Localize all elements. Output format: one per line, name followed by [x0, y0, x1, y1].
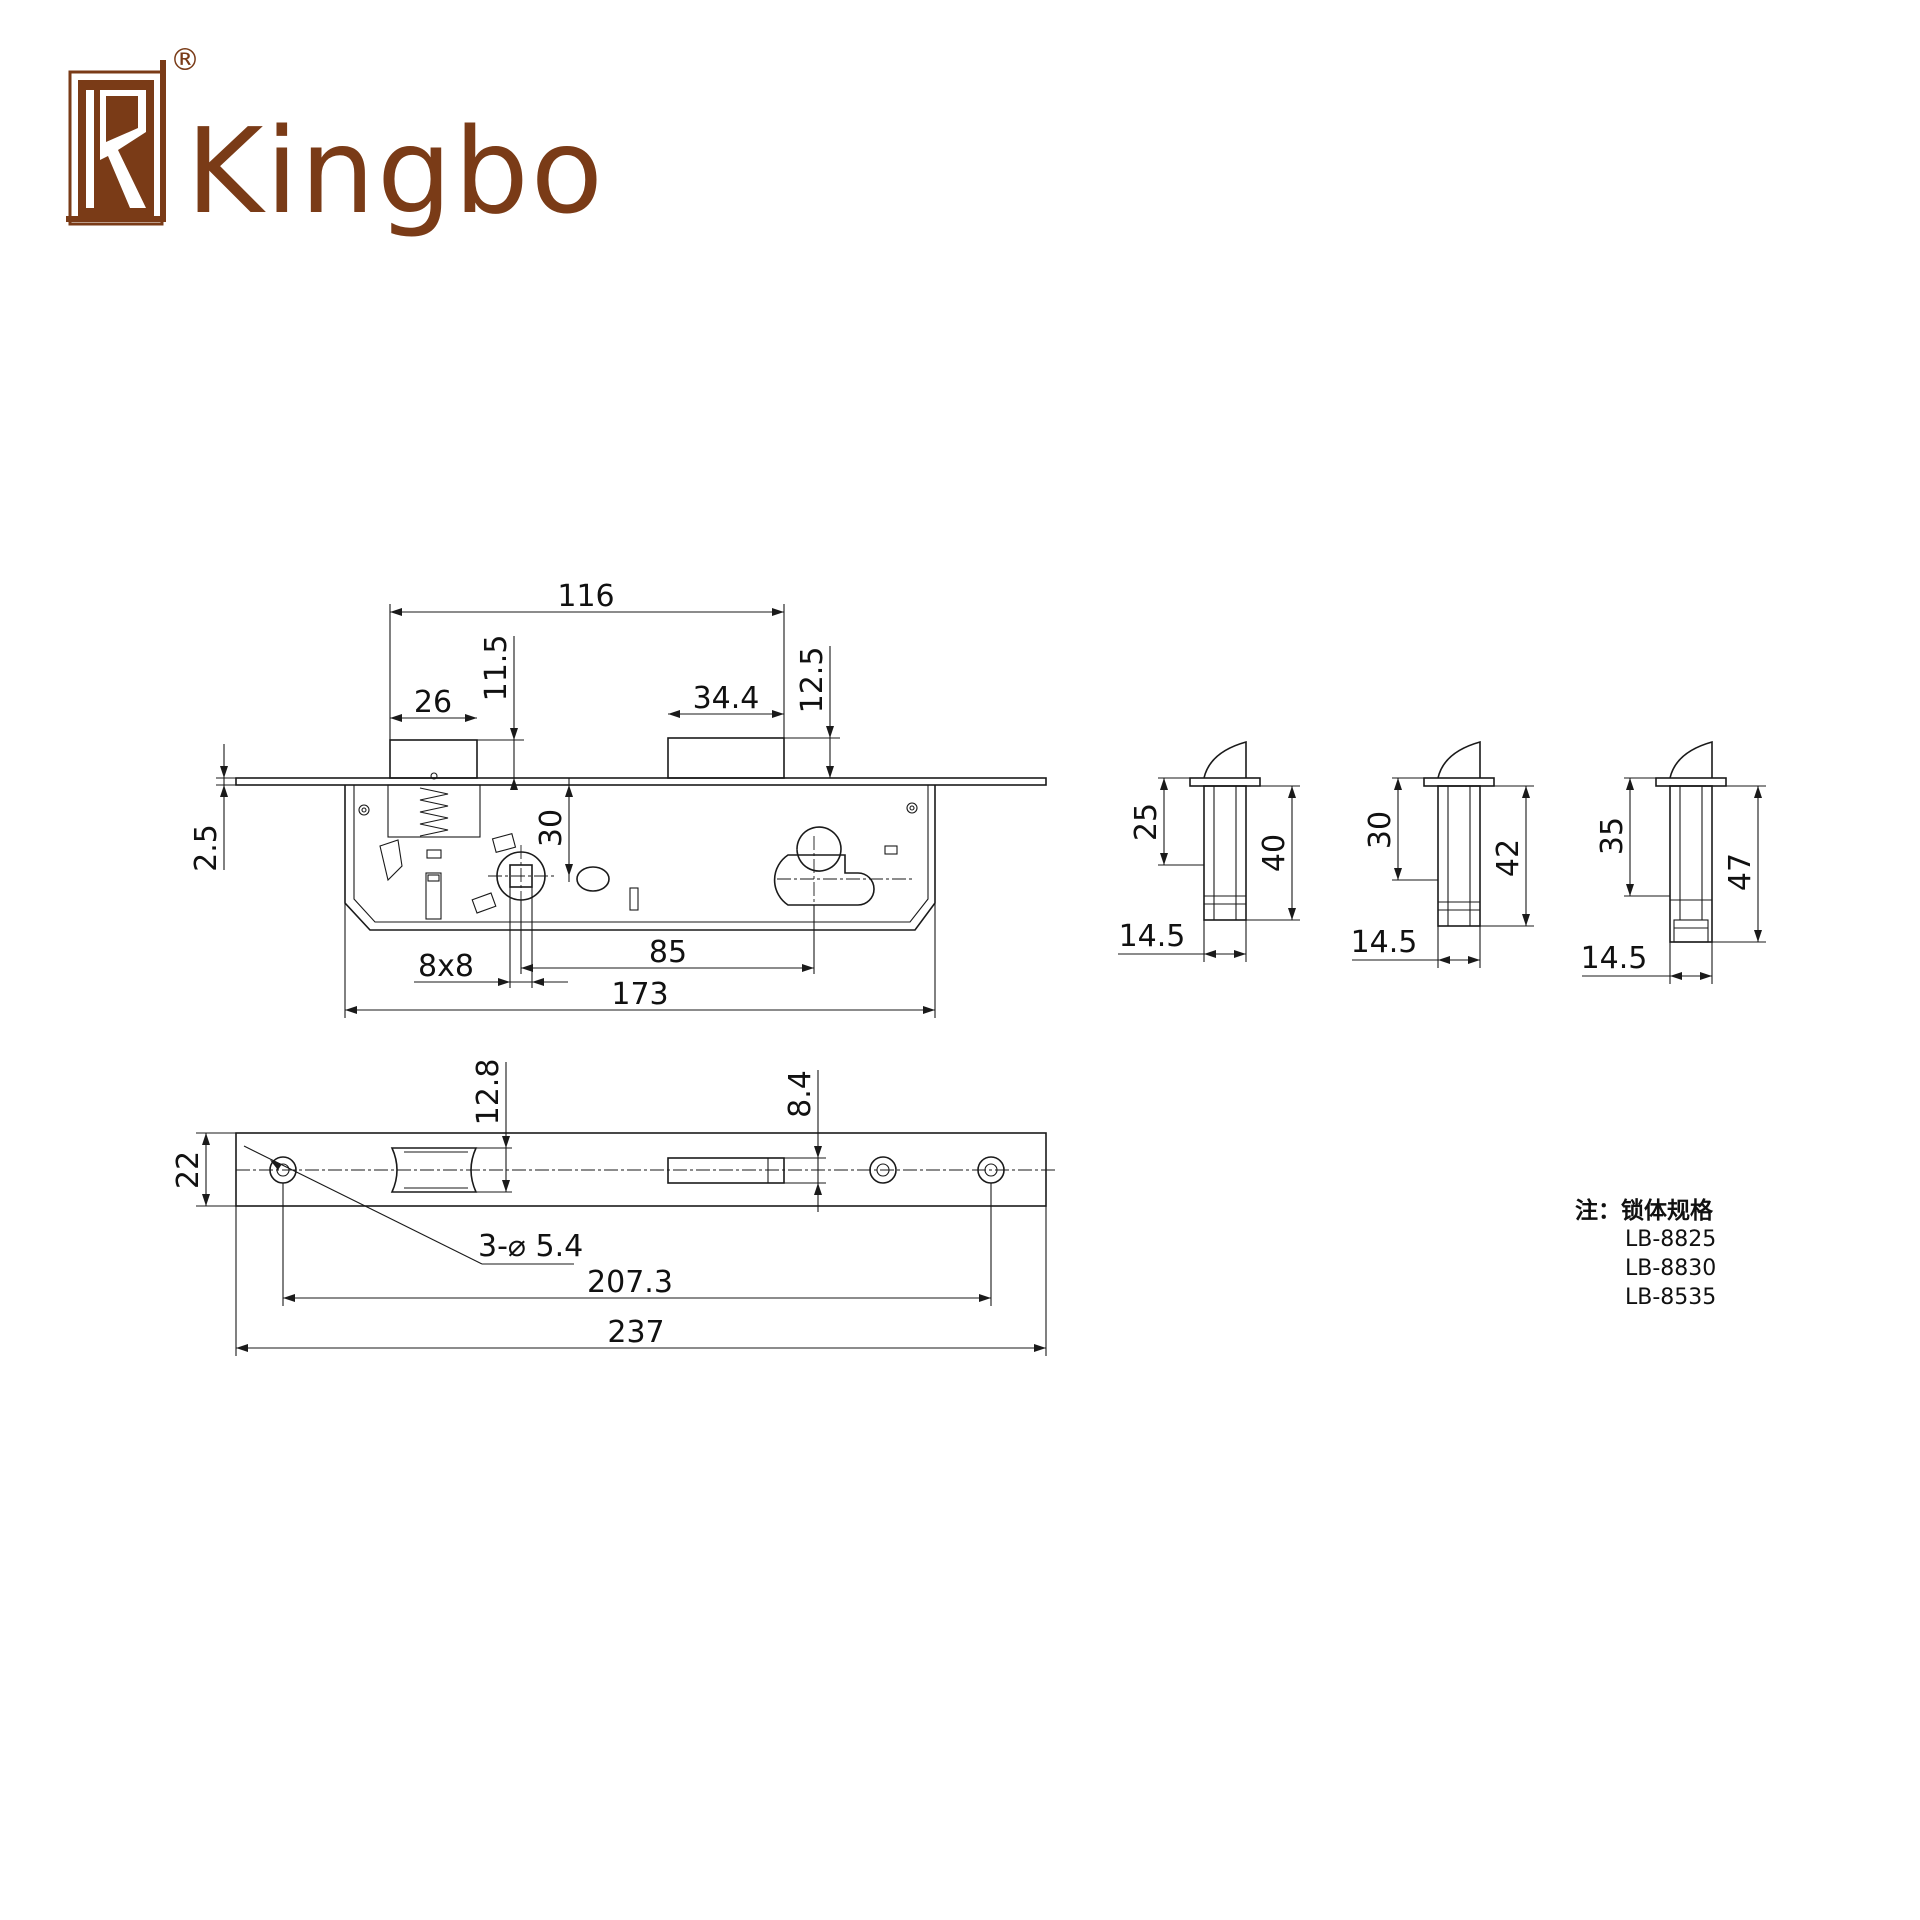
lock-case-inner: [353, 785, 929, 923]
dim-26: 26: [414, 685, 452, 720]
case-screw-right: [906, 802, 918, 814]
variant-2-backset: 30: [1363, 811, 1398, 849]
dim-12-5: 12.5: [795, 647, 830, 714]
spec-notes: 注：锁体规格 LB-8825 LB-8830 LB-8535: [1575, 1197, 1716, 1310]
dim-11-5: 11.5: [479, 635, 514, 702]
dim-22: 22: [171, 1151, 206, 1189]
variant-2-length: 42: [1491, 839, 1526, 877]
euro-cylinder-cutout: [773, 854, 875, 906]
variant-3-length: 47: [1723, 853, 1758, 891]
case-screw-left: [358, 804, 370, 816]
dim-207-3: 207.3: [587, 1265, 673, 1300]
faceplate-outline: [235, 1132, 1047, 1207]
latch-spring: [419, 787, 449, 837]
variant-3-backset: 35: [1595, 817, 1630, 855]
faceplate-deadbolt-opening: [667, 1157, 785, 1184]
note-model-3: LB-8535: [1625, 1285, 1716, 1310]
bolt-variant-1: 25 40 14.5: [1118, 740, 1300, 962]
cylinder-cutout-top: [796, 826, 842, 872]
dim-173: 173: [611, 977, 668, 1012]
brand-name: Kingbo: [186, 102, 605, 240]
dim-2-5: 2.5: [189, 824, 224, 872]
dim-237: 237: [607, 1315, 664, 1350]
lock-body-front-view: [235, 737, 1047, 931]
latch-lever: [379, 839, 403, 882]
latch-housing: [387, 784, 481, 838]
dim-12-8: 12.8: [471, 1059, 506, 1126]
dim-8-4: 8.4: [783, 1070, 818, 1118]
logo-k-emblem: [66, 60, 166, 226]
bolt-variant-2: 30 42 14.5: [1351, 740, 1534, 968]
dim-8x8: 8x8: [418, 949, 474, 984]
variant-3-width: 14.5: [1581, 941, 1648, 976]
note-model-2: LB-8830: [1625, 1256, 1716, 1281]
faceplate-edge: [235, 777, 1047, 786]
registered-mark: ®: [170, 43, 200, 78]
bolt-variant-3: 35 47 14.5: [1581, 740, 1766, 984]
follower-slot: [576, 866, 610, 892]
dim-116: 116: [557, 579, 614, 614]
variant-1-length: 40: [1257, 834, 1292, 872]
note-model-1: LB-8825: [1625, 1227, 1716, 1252]
variant-2-width: 14.5: [1351, 925, 1418, 960]
faceplate-screw-hole-2: [869, 1156, 897, 1184]
lock-case-outline: [344, 785, 936, 931]
variant-1-width: 14.5: [1119, 919, 1186, 954]
dim-hole-callout: 3-⌀ 5.4: [478, 1229, 583, 1264]
dead-bolt: [667, 737, 785, 779]
dim-34-4: 34.4: [693, 681, 760, 716]
dim-30-spindle: 30: [534, 809, 569, 847]
notes-heading: 注：锁体规格: [1575, 1197, 1714, 1224]
latch-bolt: [389, 739, 478, 779]
front-view-dimensions: 116 26 11.5 34.4 12.5 2.5 30: [189, 579, 936, 1018]
faceplate-dimensions: 12.8 8.4 22 3-⌀ 5.4 207.3 237: [171, 1059, 1047, 1356]
dim-85: 85: [649, 935, 687, 970]
kingbo-logo: ® Kingbo: [66, 43, 605, 240]
faceplate-view: [235, 1132, 1056, 1207]
variant-1-backset: 25: [1129, 803, 1164, 841]
